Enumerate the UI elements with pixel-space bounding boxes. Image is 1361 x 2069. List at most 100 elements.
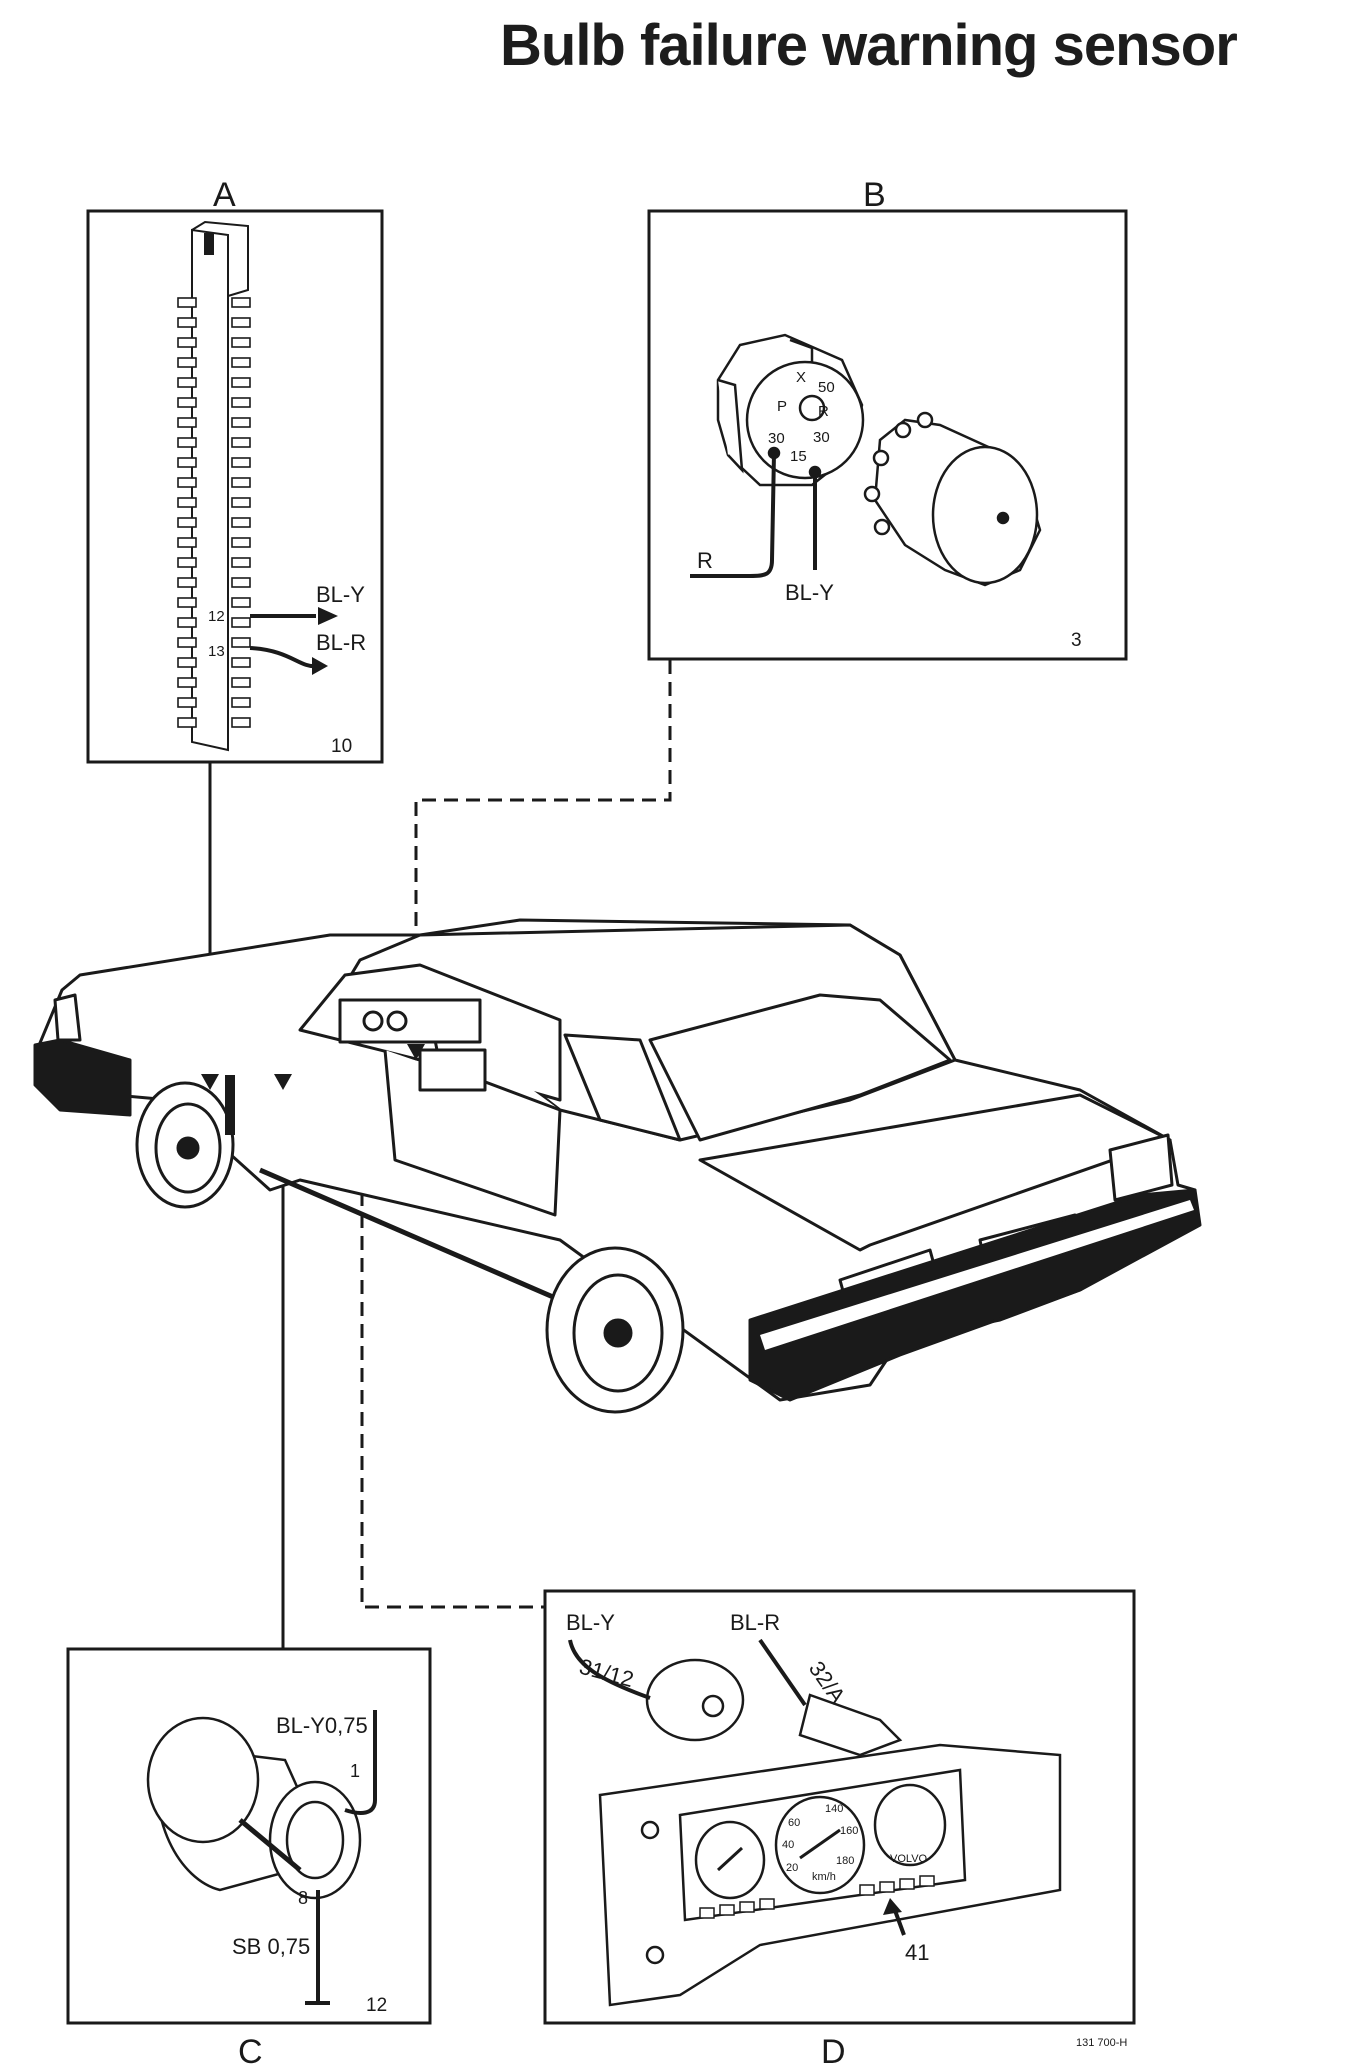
panel-a-letter: A — [213, 176, 236, 214]
arrow-out-icon — [312, 657, 328, 675]
arrow-c-icon — [274, 1074, 292, 1090]
strip-terminal — [231, 437, 251, 448]
bulb-socket — [146, 1716, 362, 1900]
strip-terminals — [177, 297, 251, 728]
bl-y-wire-c — [344, 1710, 377, 1815]
relay-box-icon — [225, 1075, 235, 1135]
strip-terminal — [231, 477, 251, 488]
strip-terminal — [231, 417, 251, 428]
car-illustration — [33, 918, 1202, 1414]
arrow-in-icon — [318, 607, 338, 625]
strip-terminal — [177, 637, 197, 648]
strip-terminal — [231, 317, 251, 328]
bl-r-label-a: BL-R — [316, 630, 366, 655]
bl-r-label-d: BL-R — [730, 1610, 780, 1635]
panel-c-letter: C — [238, 2033, 263, 2069]
strip-terminal — [177, 417, 197, 428]
strip-terminal — [231, 697, 251, 708]
strip-terminal — [177, 557, 197, 568]
strip-terminal — [177, 717, 197, 728]
strip-terminal — [177, 477, 197, 488]
panel-c: C 1 8 BL-Y0,75 SB 0,75 12 — [66, 1647, 432, 2069]
strip-terminal — [177, 397, 197, 408]
terminal-15: 15 — [790, 448, 807, 465]
pin-12-label: 12 — [208, 608, 225, 625]
warning-lights-row — [699, 1875, 935, 1919]
panel-c-number: 12 — [366, 1995, 387, 2016]
strip-terminal — [177, 577, 197, 588]
panel-b-number: 3 — [1071, 630, 1082, 651]
connector-31-12 — [645, 1658, 745, 1742]
strip-terminal — [231, 617, 251, 628]
sb-label-c: SB 0,75 — [232, 1934, 310, 1959]
strip-terminal — [231, 397, 251, 408]
pin-8-label: 8 — [298, 1888, 308, 1908]
terminal-30-right: 30 — [813, 429, 830, 446]
fuse-relay-strip — [191, 220, 249, 752]
strip-terminal — [231, 377, 251, 388]
arrow-a-icon — [201, 1074, 219, 1090]
speedo-40: 40 — [782, 1839, 794, 1851]
strip-terminal — [231, 637, 251, 648]
strip-terminal — [177, 697, 197, 708]
instrument-cluster — [598, 1743, 1062, 2007]
lead-d — [360, 1060, 545, 1609]
speedo-160: 160 — [840, 1825, 858, 1837]
speedo-140: 140 — [825, 1803, 843, 1815]
strip-terminal — [231, 357, 251, 368]
strip-terminal — [231, 337, 251, 348]
panel-a: A 12 13 BL-Y BL-R 10 — [86, 176, 384, 764]
terminal-30-left: 30 — [768, 430, 785, 447]
bl-y-label-b: BL-Y — [785, 580, 834, 605]
terminal-x: X — [796, 369, 806, 386]
pin-1-label: 1 — [350, 1761, 360, 1781]
bl-r-wire-d — [758, 1638, 807, 1707]
bl-r-wire-a — [249, 646, 317, 669]
panel-b: B X 50 P R 30 30 15 — [647, 176, 1128, 661]
strip-terminal — [177, 437, 197, 448]
connector-31-12-label: 31/12 — [577, 1654, 637, 1692]
panel-b-letter: B — [863, 176, 886, 214]
terminal-r: R — [818, 403, 829, 420]
speedo-60: 60 — [788, 1817, 800, 1829]
strip-terminal — [177, 597, 197, 608]
strip-terminal — [177, 677, 197, 688]
strip-terminal — [177, 377, 197, 388]
bl-y-label-d: BL-Y — [566, 1610, 615, 1635]
strip-terminal — [177, 517, 197, 528]
panel-d: D BL-Y BL-R 31/12 32/A 140 60 160 — [543, 1589, 1136, 2069]
strip-terminal — [231, 717, 251, 728]
strip-terminal — [177, 317, 197, 328]
terminal-p: P — [777, 398, 787, 415]
strip-terminal — [177, 337, 197, 348]
strip-terminal — [231, 597, 251, 608]
fuel-temp-dial — [873, 1783, 947, 1867]
pin-13-label: 13 — [208, 643, 225, 660]
strip-terminal — [177, 497, 197, 508]
panel-d-letter: D — [821, 2033, 846, 2069]
terminal-50: 50 — [818, 379, 835, 396]
r-label-b: R — [697, 548, 713, 573]
strip-terminal — [177, 357, 197, 368]
speedo-20: 20 — [786, 1862, 798, 1874]
light-switch — [716, 333, 865, 487]
strip-terminal — [231, 577, 251, 588]
r-wire-b — [690, 452, 776, 578]
pointer-41-label: 41 — [905, 1940, 929, 1965]
strip-terminal — [231, 457, 251, 468]
speedo-180: 180 — [836, 1855, 854, 1867]
bl-y-label-c: BL-Y0,75 — [276, 1713, 368, 1738]
strip-terminal — [177, 297, 197, 308]
strip-terminal — [177, 457, 197, 468]
lead-b — [414, 660, 672, 1040]
speedo-unit: km/h — [812, 1871, 836, 1883]
bl-y-label-a: BL-Y — [316, 582, 365, 607]
panel-a-number: 10 — [331, 736, 352, 757]
strip-terminal — [231, 537, 251, 548]
page-title: Bulb failure warning sensor — [500, 13, 1238, 78]
switch-knob — [863, 411, 1042, 587]
strip-terminal — [231, 657, 251, 668]
strip-terminal — [231, 297, 251, 308]
connector-32-a — [798, 1693, 903, 1757]
